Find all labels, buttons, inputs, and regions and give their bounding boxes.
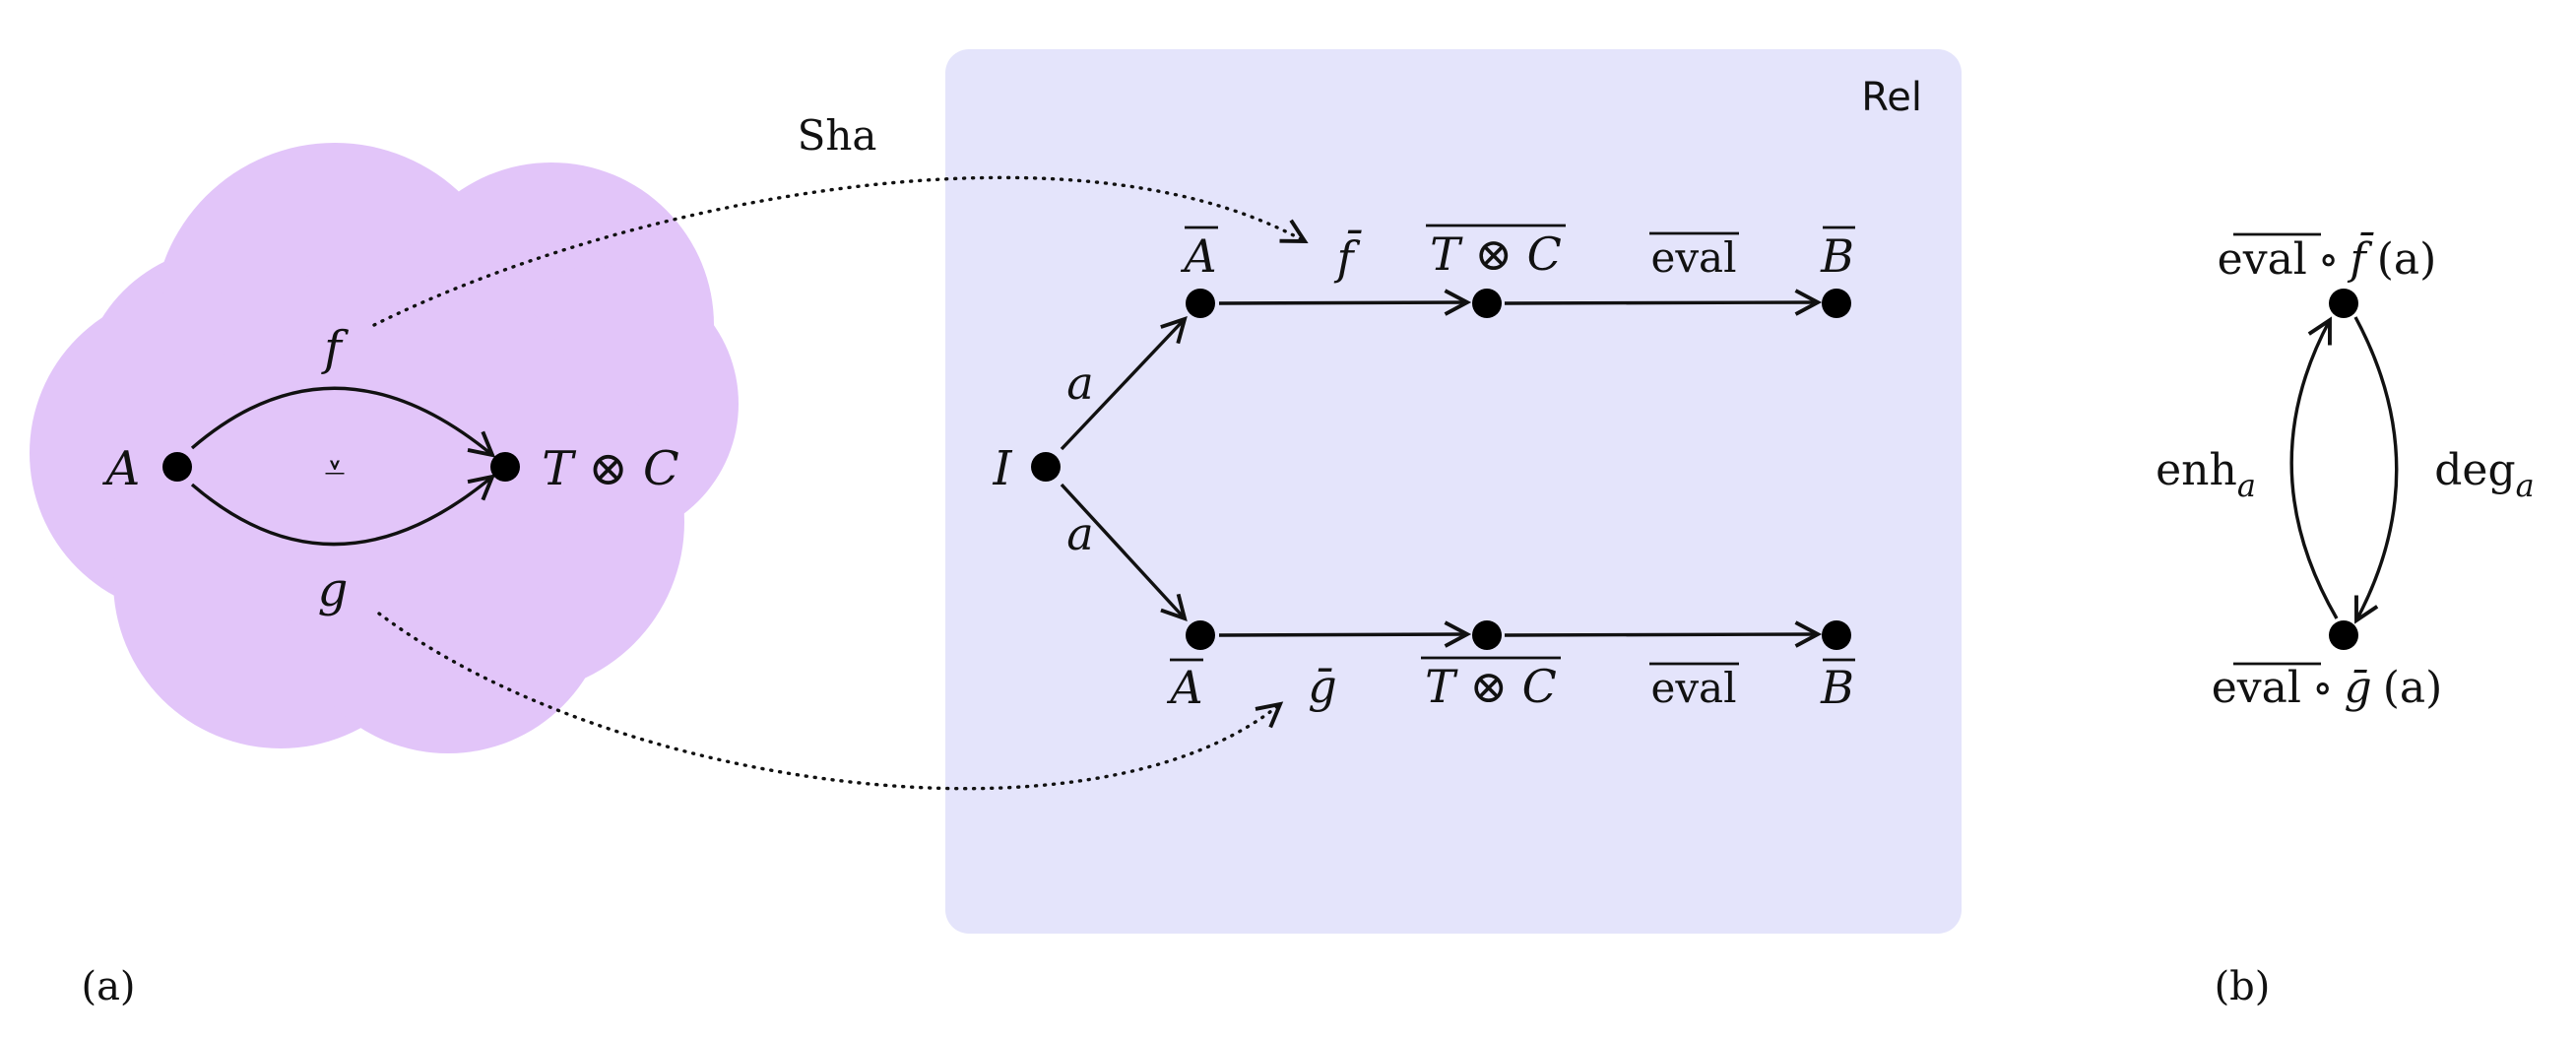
top-label-fn: f̄ — [2347, 230, 2373, 285]
bottom-label-op: ∘ — [2312, 663, 2334, 713]
upper-label-b: B — [1820, 229, 1854, 283]
edge-lower-g — [1218, 620, 1472, 648]
edge-i-to-upper-a — [1060, 315, 1188, 451]
node-eval-f-a — [2329, 289, 2358, 318]
deg-label-sub: a — [2516, 467, 2535, 504]
functor-arrow-f — [372, 175, 1309, 327]
node-a — [162, 452, 192, 482]
source-category-cloud — [30, 143, 739, 753]
bottom-label-eval: eval — [2212, 663, 2301, 713]
edge-label-a-upper: a — [1066, 357, 1093, 410]
caption-a: (a) — [81, 964, 135, 1009]
node-lower-tc — [1472, 620, 1502, 650]
morphism-label-g: g — [318, 562, 349, 617]
enh-label: enha — [2156, 445, 2256, 504]
edge-label-eval-upper: eval — [1650, 233, 1736, 282]
lower-morphism-g-arrow — [190, 474, 496, 547]
top-node-label: eval ∘ f̄ (a) — [2218, 230, 2437, 285]
enh-label-sub: a — [2237, 467, 2256, 504]
functor-label-sha: Sha — [798, 111, 877, 160]
node-lower-b — [1822, 620, 1851, 650]
caption-b: (b) — [2215, 964, 2271, 1009]
deg-label: dega — [2434, 445, 2534, 504]
top-label-op: ∘ — [2318, 234, 2340, 285]
lower-label-tc: T ⊗ C — [1425, 660, 1557, 713]
bottom-node-label: eval ∘ ḡ (a) — [2212, 663, 2443, 713]
rel-category-box — [945, 49, 1962, 934]
upper-label-tc: T ⊗ C — [1430, 227, 1562, 281]
top-label-arg: (a) — [2377, 234, 2437, 285]
object-label-tc: T ⊗ C — [542, 441, 678, 496]
edge-label-a-lower: a — [1066, 507, 1093, 560]
two-cell-comparison-glyph: ⩡ — [324, 446, 345, 489]
edge-upper-eval — [1504, 289, 1823, 316]
node-upper-a — [1186, 289, 1215, 318]
edge-i-to-lower-a — [1060, 483, 1188, 622]
lower-label-b: B — [1820, 661, 1854, 714]
node-eval-g-a — [2329, 620, 2358, 650]
enh-label-base: enh — [2156, 445, 2237, 495]
object-label-i: I — [993, 441, 1013, 496]
top-label-eval: eval — [2218, 234, 2307, 285]
edge-label-eval-lower: eval — [1650, 664, 1736, 712]
bottom-label-arg: (a) — [2383, 663, 2443, 713]
lower-label-a: A — [1166, 661, 1202, 714]
upper-label-a: A — [1180, 229, 1216, 283]
deg-arrow — [2353, 316, 2399, 624]
enh-arrow — [2289, 316, 2339, 619]
bottom-label-fn: ḡ — [2345, 663, 2372, 713]
category-label-rel: Rel — [1861, 75, 1922, 120]
edge-label-g-bar: ḡ — [1308, 660, 1336, 713]
node-tc — [490, 452, 520, 482]
upper-morphism-f-arrow — [190, 386, 496, 458]
object-label-a: A — [102, 441, 141, 496]
node-upper-tc — [1472, 289, 1502, 318]
deg-label-base: deg — [2434, 445, 2515, 495]
node-upper-b — [1822, 289, 1851, 318]
edge-lower-eval — [1504, 620, 1823, 648]
node-i — [1031, 452, 1061, 482]
edge-upper-f — [1218, 289, 1472, 316]
node-lower-a — [1186, 620, 1215, 650]
